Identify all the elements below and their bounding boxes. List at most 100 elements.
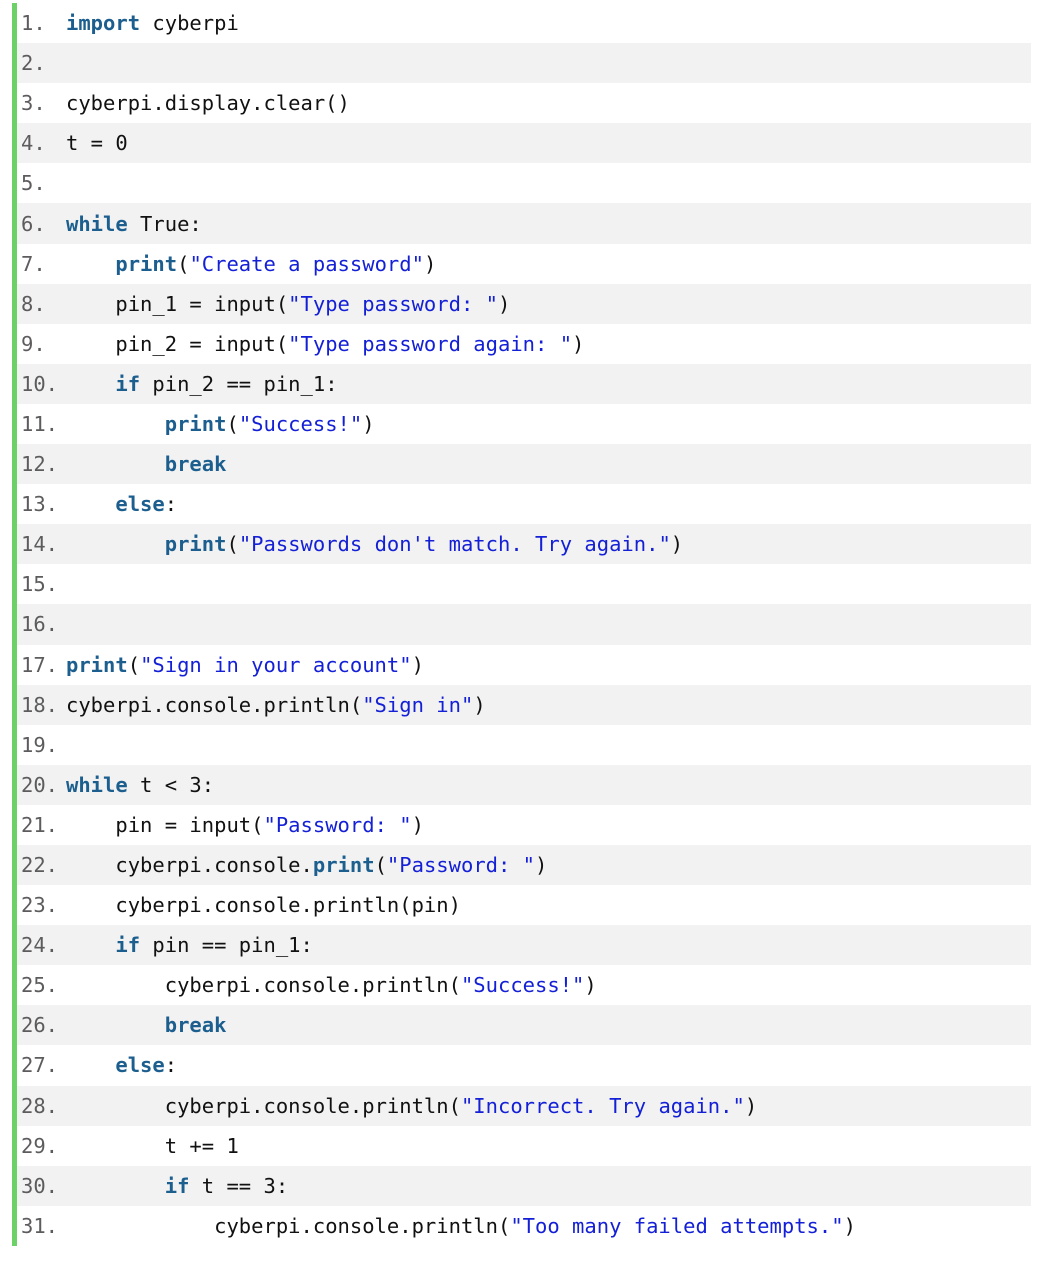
code-text: cyberpi.display.clear() [66, 83, 350, 123]
code-token: cyberpi.console.println( [164, 1093, 461, 1118]
string-token: "Too many failed attempts." [510, 1213, 844, 1238]
code-token: ) [584, 973, 597, 998]
code-token: ( [226, 411, 239, 436]
line-number: 12. [21, 452, 59, 477]
code-line: 1.import cyberpi [17, 3, 1031, 44]
code-token: ) [843, 1213, 856, 1238]
indent [66, 1094, 165, 1118]
keyword-token: else [115, 492, 165, 517]
builtin-token: print [164, 532, 227, 557]
line-number: 17. [21, 652, 59, 677]
code-token: pin == pin_1: [140, 933, 313, 958]
code-line: 7. print("Create a password") [17, 243, 1031, 284]
code-line: 18.cyberpi.console.println("Sign in") [17, 684, 1031, 725]
code-token: ) [498, 291, 511, 316]
code-text: cyberpi.console.print("Password: ") [66, 845, 547, 885]
code-token: t < 3: [127, 772, 215, 797]
code-line: 24. if pin == pin_1: [17, 925, 1031, 966]
code-line: 9. pin_2 = input("Type password again: "… [17, 323, 1031, 364]
code-line: 28. cyberpi.console.println("Incorrect. … [17, 1085, 1031, 1126]
line-number: 15. [21, 572, 59, 597]
line-number: 3. [21, 91, 46, 116]
code-token: cyberpi.console.println( [164, 973, 461, 998]
keyword-token: import [66, 11, 141, 36]
line-number: 29. [21, 1133, 59, 1158]
code-line: 10. if pin_2 == pin_1: [17, 363, 1031, 404]
code-line: 14. print("Passwords don't match. Try ag… [17, 524, 1031, 565]
builtin-token: print [164, 411, 227, 436]
string-token: "Sign in your account" [140, 652, 412, 677]
indent [66, 1174, 165, 1198]
line-number: 13. [21, 492, 59, 517]
code-text: else: [66, 484, 177, 524]
code-text: cyberpi.console.println("Incorrect. Try … [66, 1086, 757, 1126]
code-token: ) [473, 692, 486, 717]
code-token: : [164, 1053, 178, 1078]
code-token: cyberpi [140, 11, 239, 36]
string-token: "Success!" [238, 411, 363, 436]
code-line: 15. [17, 564, 1031, 605]
code-line: 31. cyberpi.console.println("Too many fa… [17, 1205, 1031, 1246]
builtin-token: print [312, 853, 375, 878]
line-number: 22. [21, 853, 59, 878]
code-text: if t == 3: [66, 1166, 288, 1206]
code-text: pin_1 = input("Type password: ") [66, 284, 510, 324]
code-line: 2. [17, 43, 1031, 84]
code-text: print("Passwords don't match. Try again.… [66, 524, 683, 564]
code-text: else: [66, 1045, 177, 1085]
code-text: print("Create a password") [66, 244, 436, 284]
line-number: 7. [21, 251, 46, 276]
code-line: 17. print("Sign in your account") [17, 644, 1031, 685]
line-number: 9. [21, 331, 46, 356]
line-number: 2. [21, 51, 46, 76]
builtin-token: print [115, 251, 178, 276]
keyword-token: while [66, 772, 128, 797]
line-number: 31. [21, 1213, 59, 1238]
code-text: print("Sign in your account") [66, 645, 424, 685]
code-block: 1.import cyberpi 2. 3. cyberpi.display.clea… [12, 3, 1031, 1246]
code-token: True: [127, 211, 202, 236]
indent [66, 332, 115, 356]
string-token: "Sign in" [362, 692, 474, 717]
code-token: t == 3: [189, 1173, 289, 1198]
code-text: break [66, 444, 227, 484]
indent [66, 1053, 115, 1077]
code-token: pin_1 = input( [115, 291, 289, 316]
line-number: 19. [21, 732, 59, 757]
code-token: ) [670, 532, 684, 557]
indent [66, 452, 165, 476]
line-number: 10. [21, 371, 59, 396]
code-line: 4.t = 0 [17, 123, 1031, 164]
line-number: 26. [21, 1013, 59, 1038]
code-line: 29. t += 1 [17, 1125, 1031, 1166]
code-token: cyberpi.display.clear() [66, 91, 350, 116]
code-line: 8. pin_1 = input("Type password: ") [17, 283, 1031, 324]
builtin-token: print [66, 652, 128, 677]
string-token: "Create a password" [189, 251, 424, 276]
code-token: cyberpi.console.println( [66, 692, 363, 717]
code-line: 21. pin = input("Password: ") [17, 804, 1031, 845]
code-token: ) [411, 812, 424, 837]
code-line: 3. cyberpi.display.clear() [17, 83, 1031, 124]
string-token: "Type password: " [288, 291, 498, 316]
indent [66, 813, 115, 837]
line-number: 30. [21, 1173, 59, 1198]
code-token: cyberpi.console. [115, 853, 313, 878]
code-token: : [164, 492, 178, 517]
code-text: cyberpi.console.println("Sign in") [66, 685, 486, 725]
code-text: t += 1 [66, 1126, 239, 1166]
keyword-token: if [115, 933, 141, 958]
code-token: pin_2 == pin_1: [140, 371, 338, 396]
indent [66, 252, 115, 276]
code-text: import cyberpi [66, 3, 239, 43]
line-number: 8. [21, 291, 46, 316]
code-token: ( [374, 853, 387, 878]
line-number: 28. [21, 1093, 59, 1118]
line-number: 11. [21, 411, 59, 436]
keyword-token: if [115, 371, 141, 396]
code-token: ) [744, 1093, 758, 1118]
code-line: 27. else: [17, 1045, 1031, 1086]
code-text: if pin == pin_1: [66, 925, 313, 965]
code-token: ) [411, 652, 424, 677]
line-number: 14. [21, 532, 59, 557]
